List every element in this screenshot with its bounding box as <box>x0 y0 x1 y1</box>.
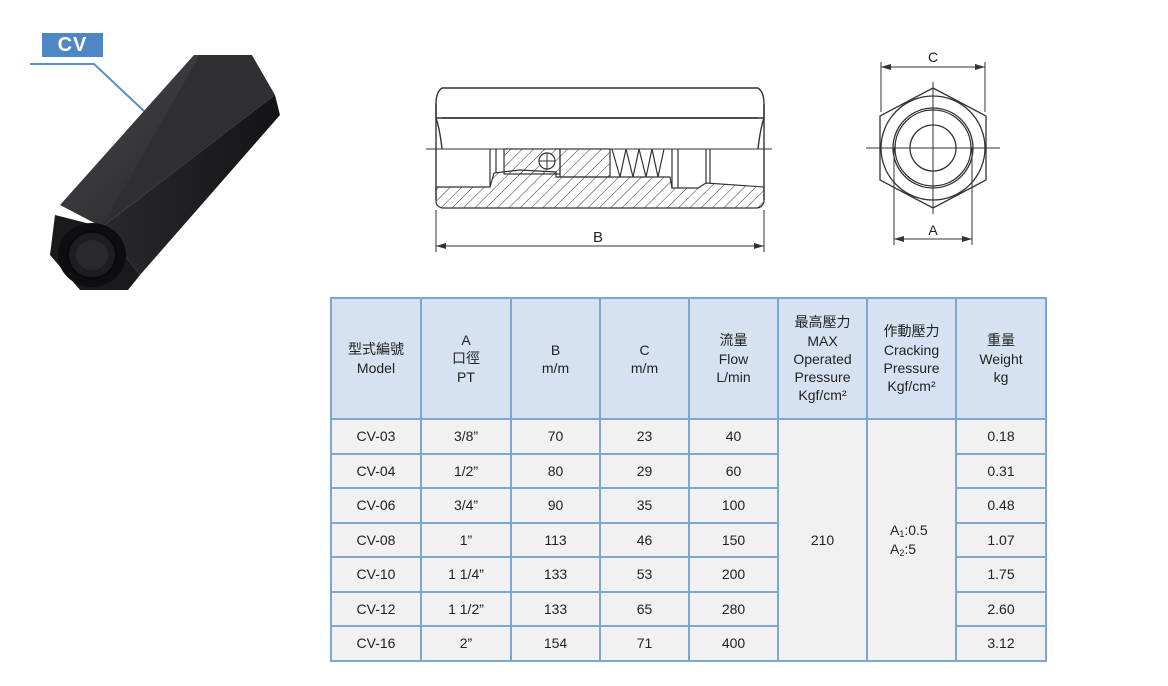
cell-c: 23 <box>599 418 690 455</box>
cell-model: CV-16 <box>330 625 422 662</box>
cell-model: CV-08 <box>330 521 422 558</box>
cell-model: CV-10 <box>330 556 422 593</box>
cell-c: 65 <box>599 590 690 627</box>
table-row: CV-06 3/4” 90 35 100 0.48 <box>330 487 1047 524</box>
cell-c: 35 <box>599 487 690 524</box>
cell-c: 71 <box>599 625 690 662</box>
cell-c: 29 <box>599 452 690 489</box>
cell-a: 2” <box>420 625 512 662</box>
cell-c: 53 <box>599 556 690 593</box>
cell-b: 113 <box>510 521 601 558</box>
cell-flow: 280 <box>688 590 779 627</box>
product-photo <box>50 55 280 290</box>
cell-b: 70 <box>510 418 601 455</box>
cell-model: CV-03 <box>330 418 422 455</box>
cell-a: 1 1/4” <box>420 556 512 593</box>
cell-b: 90 <box>510 487 601 524</box>
end-view-drawing: C A <box>866 49 1000 245</box>
cell-cracking-pressure: A1:0.5 A2:5 <box>866 418 957 662</box>
cell-flow: 150 <box>688 521 779 558</box>
cell-model: CV-12 <box>330 590 422 627</box>
dimension-c-label: C <box>928 49 938 65</box>
cell-max-pressure: 210 <box>777 418 868 662</box>
cell-a: 1 1/2” <box>420 590 512 627</box>
cell-b: 133 <box>510 590 601 627</box>
cell-flow: 400 <box>688 625 779 662</box>
table-row: CV-08 1” 113 46 150 1.07 <box>330 521 1047 558</box>
table-row: CV-12 1 1/2” 133 65 280 2.60 <box>330 590 1047 627</box>
cell-model: CV-06 <box>330 487 422 524</box>
cell-weight: 1.07 <box>955 521 1047 558</box>
product-tag: CV <box>42 33 103 57</box>
cell-weight: 0.18 <box>955 418 1047 455</box>
cell-flow: 100 <box>688 487 779 524</box>
dimension-a-label: A <box>928 222 938 238</box>
cell-b: 154 <box>510 625 601 662</box>
tag-leader-line <box>30 63 146 113</box>
cell-weight: 0.31 <box>955 452 1047 489</box>
table-row: CV-03 3/8” 70 23 40 210 A1:0.5 A2:5 0.18 <box>330 418 1047 662</box>
side-section-drawing: B <box>426 87 772 252</box>
cell-weight: 1.75 <box>955 556 1047 593</box>
cell-weight: 3.12 <box>955 625 1047 662</box>
cell-model: CV-04 <box>330 452 422 489</box>
cell-flow: 60 <box>688 452 779 489</box>
dimension-b-label: B <box>593 229 603 246</box>
cell-weight: 0.48 <box>955 487 1047 524</box>
cell-a: 1” <box>420 521 512 558</box>
cell-weight: 2.60 <box>955 590 1047 627</box>
cell-b: 133 <box>510 556 601 593</box>
cell-flow: 40 <box>688 418 779 455</box>
cell-b: 80 <box>510 452 601 489</box>
cell-flow: 200 <box>688 556 779 593</box>
table-row: CV-04 1/2” 80 29 60 0.31 <box>330 452 1047 489</box>
cell-a: 3/4” <box>420 487 512 524</box>
cell-c: 46 <box>599 521 690 558</box>
cell-a: 3/8” <box>420 418 512 455</box>
table-row: CV-10 1 1/4” 133 53 200 1.75 <box>330 556 1047 593</box>
cell-a: 1/2” <box>420 452 512 489</box>
table-row: CV-16 2” 154 71 400 3.12 <box>330 625 1047 662</box>
